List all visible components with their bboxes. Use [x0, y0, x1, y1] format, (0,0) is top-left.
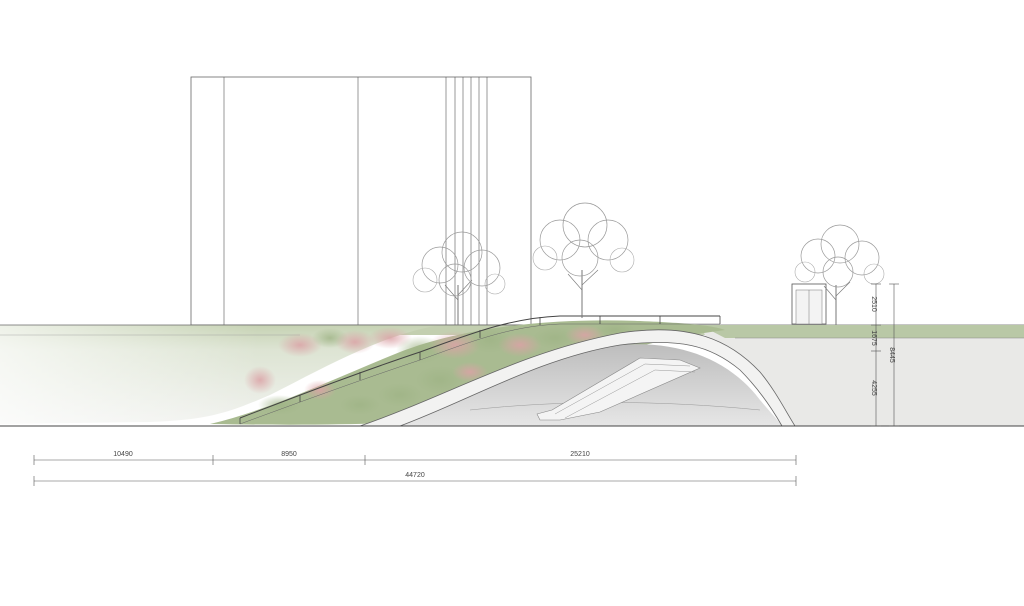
horizontal-dimensions: 10490 8950 25210 44720 [33, 451, 797, 486]
vertical-dimension-label-1: 2510 [870, 296, 877, 312]
tree-right [794, 224, 885, 325]
background-building [190, 76, 532, 326]
vertical-dimensions: 2510 1675 4255 8445 [870, 283, 899, 427]
dimension-label-1: 10490 [113, 451, 133, 458]
railing [239, 315, 721, 425]
tree-middle [532, 202, 635, 318]
tree-left [412, 231, 506, 325]
kiosk [791, 283, 827, 325]
vertical-dimension-label-2: 1675 [870, 330, 877, 346]
overall-dimension-label: 44720 [405, 472, 425, 479]
ground-section-right [700, 325, 1024, 426]
dimension-label-2: 8950 [281, 451, 297, 458]
dimension-label-3: 25210 [570, 451, 590, 458]
vertical-total-label: 8445 [888, 347, 895, 363]
vertical-dimension-label-3: 4255 [870, 380, 877, 396]
escalator [536, 357, 701, 421]
ground-section-left [0, 324, 1024, 425]
